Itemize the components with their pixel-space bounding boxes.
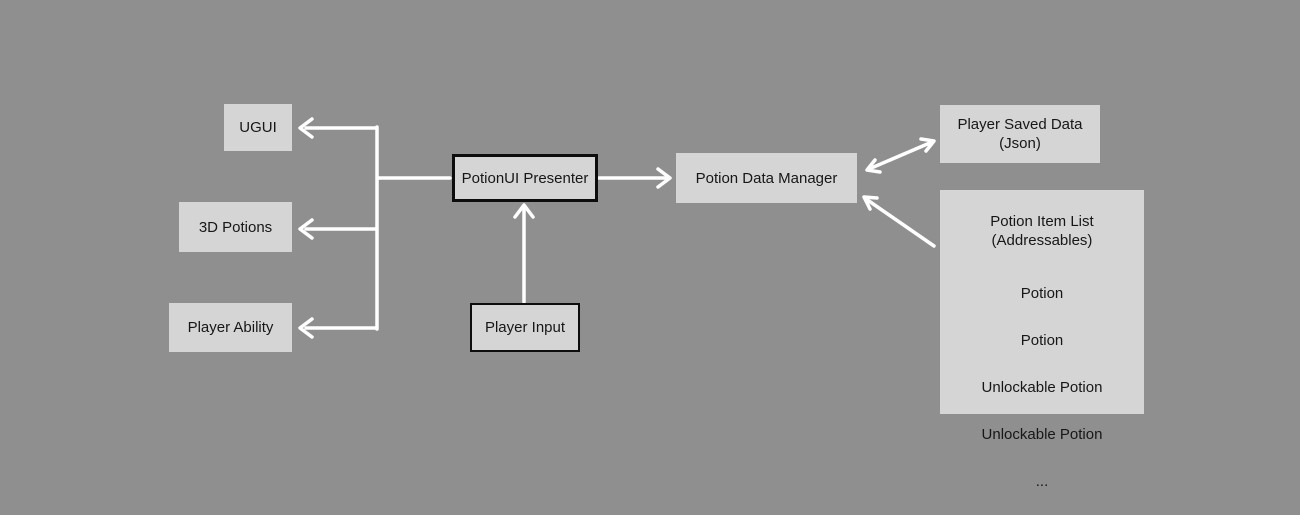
node-ugui: UGUI	[224, 104, 292, 151]
list-item: Potion	[1020, 285, 1064, 302]
potion-item-list-items: Potion Potion Unlockable Potion Unlockab…	[940, 261, 1144, 515]
node-player-saved-data-line2: (Json)	[999, 135, 1041, 152]
node-player-saved-data-line1: Player Saved Data	[957, 116, 1083, 133]
node-player-saved-data: Player Saved Data (Json)	[940, 105, 1100, 163]
list-item: Potion	[1020, 332, 1064, 349]
node-player-ability-label: Player Ability	[187, 319, 274, 336]
node-player-input: Player Input	[470, 303, 580, 352]
list-item: ...	[1035, 473, 1049, 490]
node-ugui-label: UGUI	[239, 119, 277, 136]
potion-item-list-title-line2: (Addressables)	[991, 232, 1093, 249]
list-item: Unlockable Potion	[981, 379, 1103, 396]
list-item: Unlockable Potion	[981, 426, 1103, 443]
node-3d-potions: 3D Potions	[179, 202, 292, 252]
node-potion-item-list: Potion Item List (Addressables) Potion Po…	[940, 190, 1144, 490]
node-potionui-presenter-label: PotionUI Presenter	[461, 169, 589, 187]
node-potion-data-manager: Potion Data Manager	[676, 153, 857, 203]
potion-item-list-title: Potion Item List (Addressables)	[990, 190, 1093, 250]
node-player-input-label: Player Input	[484, 319, 566, 336]
edge-presenter-to-left-nodes	[298, 117, 452, 339]
potion-item-list-title-line1: Potion Item List	[990, 213, 1094, 230]
node-potionui-presenter: PotionUI Presenter	[452, 154, 598, 202]
edge-presenter-to-manager	[597, 167, 672, 189]
edge-player-input-to-presenter	[513, 203, 535, 304]
node-player-saved-data-label: Player Saved Data (Json)	[957, 115, 1082, 153]
node-player-ability: Player Ability	[169, 303, 292, 352]
edge-manager-saved-data-double	[865, 137, 936, 174]
node-potion-data-manager-label: Potion Data Manager	[695, 169, 838, 187]
edge-item-list-to-manager	[862, 195, 936, 248]
node-3d-potions-label: 3D Potions	[198, 218, 273, 236]
